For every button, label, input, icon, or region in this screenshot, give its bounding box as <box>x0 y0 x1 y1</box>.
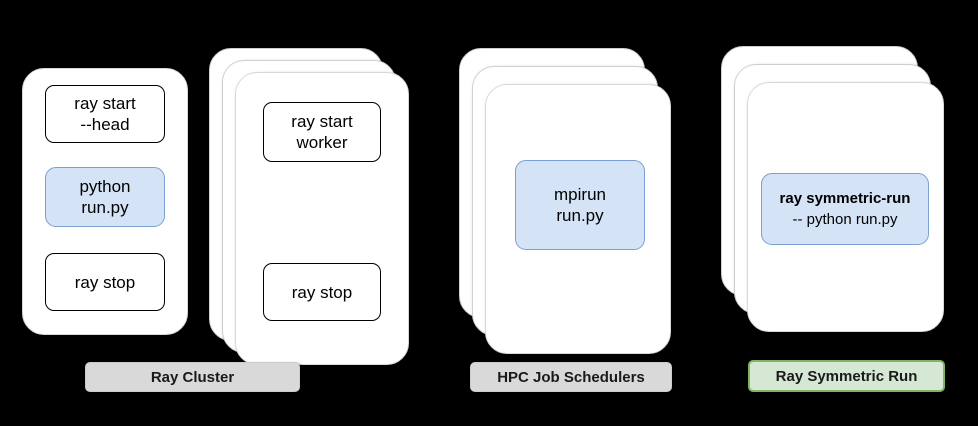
command-box-python-run-py[interactable]: python run.py <box>45 167 165 227</box>
command-line-2: worker <box>296 133 348 152</box>
command-line-1: ray symmetric-run <box>779 190 911 207</box>
command-line-1: python <box>79 177 131 196</box>
command-line-2: -- python run.py <box>792 211 898 228</box>
command-line-1: ray start <box>74 94 136 113</box>
group-label-ray-cluster: Ray Cluster <box>85 362 300 392</box>
command-box-ray-start-worker[interactable]: ray start worker <box>263 102 381 162</box>
command-line-2: run.py <box>556 206 604 225</box>
command-line-2: --head <box>80 115 130 134</box>
command-box-ray-symmetric-run[interactable]: ray symmetric-run -- python run.py <box>761 173 929 245</box>
command-line-2: run.py <box>81 198 129 217</box>
group-label-text: Ray Cluster <box>150 368 235 386</box>
command-box-ray-stop-head[interactable]: ray stop <box>45 253 165 311</box>
command-box-mpirun-run-py[interactable]: mpirun run.py <box>515 160 645 250</box>
command-line-1: ray stop <box>291 282 353 302</box>
group-label-text: Ray Symmetric Run <box>775 367 918 385</box>
command-line-1: mpirun <box>554 185 606 204</box>
command-box-ray-stop-worker[interactable]: ray stop <box>263 263 381 321</box>
command-box-ray-start-head[interactable]: ray start --head <box>45 85 165 143</box>
command-line-1: ray stop <box>74 272 136 292</box>
group-label-hpc-job-schedulers: HPC Job Schedulers <box>470 362 672 392</box>
group-label-text: HPC Job Schedulers <box>497 368 645 386</box>
group-label-ray-symmetric-run: Ray Symmetric Run <box>748 360 945 392</box>
command-line-1: ray start <box>291 112 353 131</box>
